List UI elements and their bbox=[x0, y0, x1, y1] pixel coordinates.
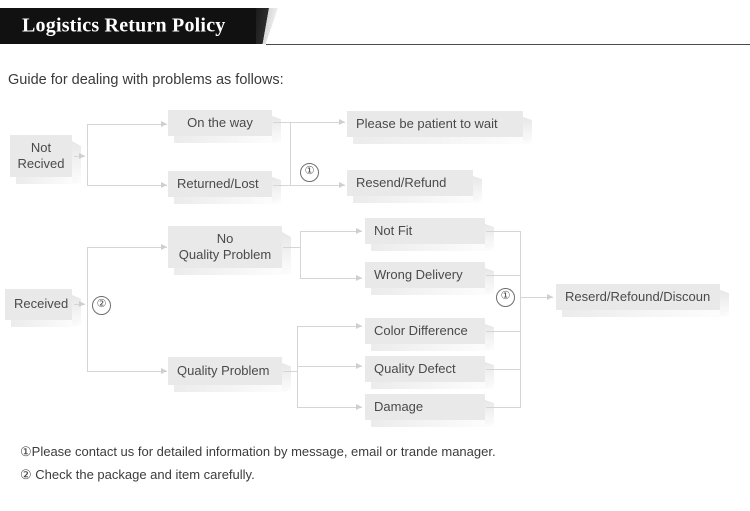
connector-to-damage bbox=[297, 407, 362, 408]
connector-to-returned-lost bbox=[87, 185, 167, 186]
connector-to-quality-problem bbox=[87, 371, 167, 372]
marker-two-left: ② bbox=[92, 296, 111, 315]
connector-to-not-fit bbox=[300, 231, 362, 232]
node-received-label: Received bbox=[14, 296, 69, 312]
connector-to-final-outcome bbox=[520, 297, 553, 298]
arrow-received-out bbox=[79, 300, 85, 307]
connector-to-resend-refund bbox=[290, 185, 345, 186]
arrow-to-color-difference bbox=[356, 322, 362, 329]
node-no-quality-problem-line2: Quality Problem bbox=[178, 247, 272, 262]
connector-damage-out bbox=[486, 407, 520, 408]
node-quality-problem: Quality Problem bbox=[168, 357, 288, 392]
arrow-to-wrong-delivery bbox=[356, 274, 362, 281]
arrow-to-quality-defect bbox=[356, 362, 362, 369]
node-wrong-delivery-label: Wrong Delivery bbox=[374, 266, 463, 282]
node-damage-label: Damage bbox=[374, 398, 424, 414]
node-on-the-way: On the way bbox=[168, 110, 278, 143]
connector-to-on-the-way bbox=[87, 124, 167, 125]
marker-one-right: ① bbox=[496, 288, 515, 307]
connector-to-please-wait bbox=[290, 122, 345, 123]
connector-to-no-quality-problem bbox=[87, 247, 167, 248]
node-please-be-patient: Please be patient to wait bbox=[347, 111, 529, 144]
marker-one-top: ① bbox=[300, 163, 319, 182]
node-not-fit: Not Fit bbox=[365, 218, 491, 251]
connector-color-difference-out bbox=[486, 331, 520, 332]
arrow-to-returned-lost bbox=[161, 181, 167, 188]
node-quality-defect-label: Quality Defect bbox=[374, 360, 456, 376]
connector-to-quality-defect bbox=[297, 366, 362, 367]
connector-trunk-no-quality-right bbox=[300, 231, 301, 279]
page-title: Logistics Return Policy bbox=[22, 14, 226, 37]
arrow-to-on-the-way bbox=[161, 120, 167, 127]
node-final-outcome-label: Reserd/Refound/Discoun bbox=[565, 288, 711, 304]
node-on-the-way-label: On the way bbox=[187, 114, 253, 130]
connector-trunk-not-received bbox=[87, 124, 88, 185]
node-no-quality-problem-line1: No bbox=[216, 230, 234, 246]
node-no-quality-problem: No Quality Problem bbox=[168, 226, 288, 275]
connector-on-the-way-out bbox=[273, 122, 291, 123]
guide-subtitle: Guide for dealing with problems as follo… bbox=[8, 72, 284, 88]
node-not-received: Not Recived bbox=[10, 135, 78, 184]
connector-quality-defect-out bbox=[486, 369, 520, 370]
node-not-received-line2: Recived bbox=[17, 156, 65, 171]
arrow-to-not-fit bbox=[356, 227, 362, 234]
connector-wrong-delivery-out bbox=[486, 275, 520, 276]
node-please-be-patient-label: Please be patient to wait bbox=[356, 115, 498, 131]
connector-not-fit-out bbox=[486, 231, 520, 232]
node-color-difference-label: Color Difference bbox=[374, 322, 468, 338]
connector-trunk-section1-right bbox=[290, 122, 291, 186]
arrow-to-please-wait bbox=[339, 118, 345, 125]
node-not-fit-label: Not Fit bbox=[374, 222, 413, 238]
arrow-to-resend-refund bbox=[339, 181, 345, 188]
arrow-to-final-outcome bbox=[547, 293, 553, 300]
connector-returned-lost-out bbox=[273, 185, 291, 186]
node-quality-problem-label: Quality Problem bbox=[177, 362, 270, 378]
node-returned-lost: Returned/Lost bbox=[168, 171, 278, 204]
footer-note-1: ①Please contact us for detailed informat… bbox=[20, 444, 496, 459]
header-banner: Logistics Return Policy bbox=[0, 8, 256, 44]
node-quality-defect: Quality Defect bbox=[365, 356, 491, 389]
connector-trunk-outcome bbox=[520, 231, 521, 408]
connector-quality-out bbox=[283, 371, 297, 372]
arrow-not-received-out bbox=[79, 152, 85, 159]
connector-to-wrong-delivery bbox=[300, 278, 362, 279]
node-returned-lost-label: Returned/Lost bbox=[177, 175, 259, 191]
node-final-outcome: Reserd/Refound/Discoun bbox=[556, 284, 726, 317]
arrow-to-quality-problem bbox=[161, 367, 167, 374]
connector-no-quality-out bbox=[283, 247, 300, 248]
arrow-to-no-quality-problem bbox=[161, 243, 167, 250]
node-resend-refund-label: Resend/Refund bbox=[356, 174, 447, 190]
node-not-received-line1: Not bbox=[30, 139, 52, 155]
connector-trunk-received bbox=[87, 247, 88, 371]
connector-to-color-difference bbox=[297, 326, 362, 327]
node-color-difference: Color Difference bbox=[365, 318, 491, 351]
footer-note-2: ② Check the package and item carefully. bbox=[20, 467, 255, 482]
node-received: Received bbox=[5, 289, 78, 327]
node-wrong-delivery: Wrong Delivery bbox=[365, 262, 491, 295]
arrow-to-damage bbox=[356, 403, 362, 410]
node-damage: Damage bbox=[365, 394, 491, 427]
header-divider-line bbox=[266, 44, 750, 45]
node-resend-refund: Resend/Refund bbox=[347, 170, 479, 203]
